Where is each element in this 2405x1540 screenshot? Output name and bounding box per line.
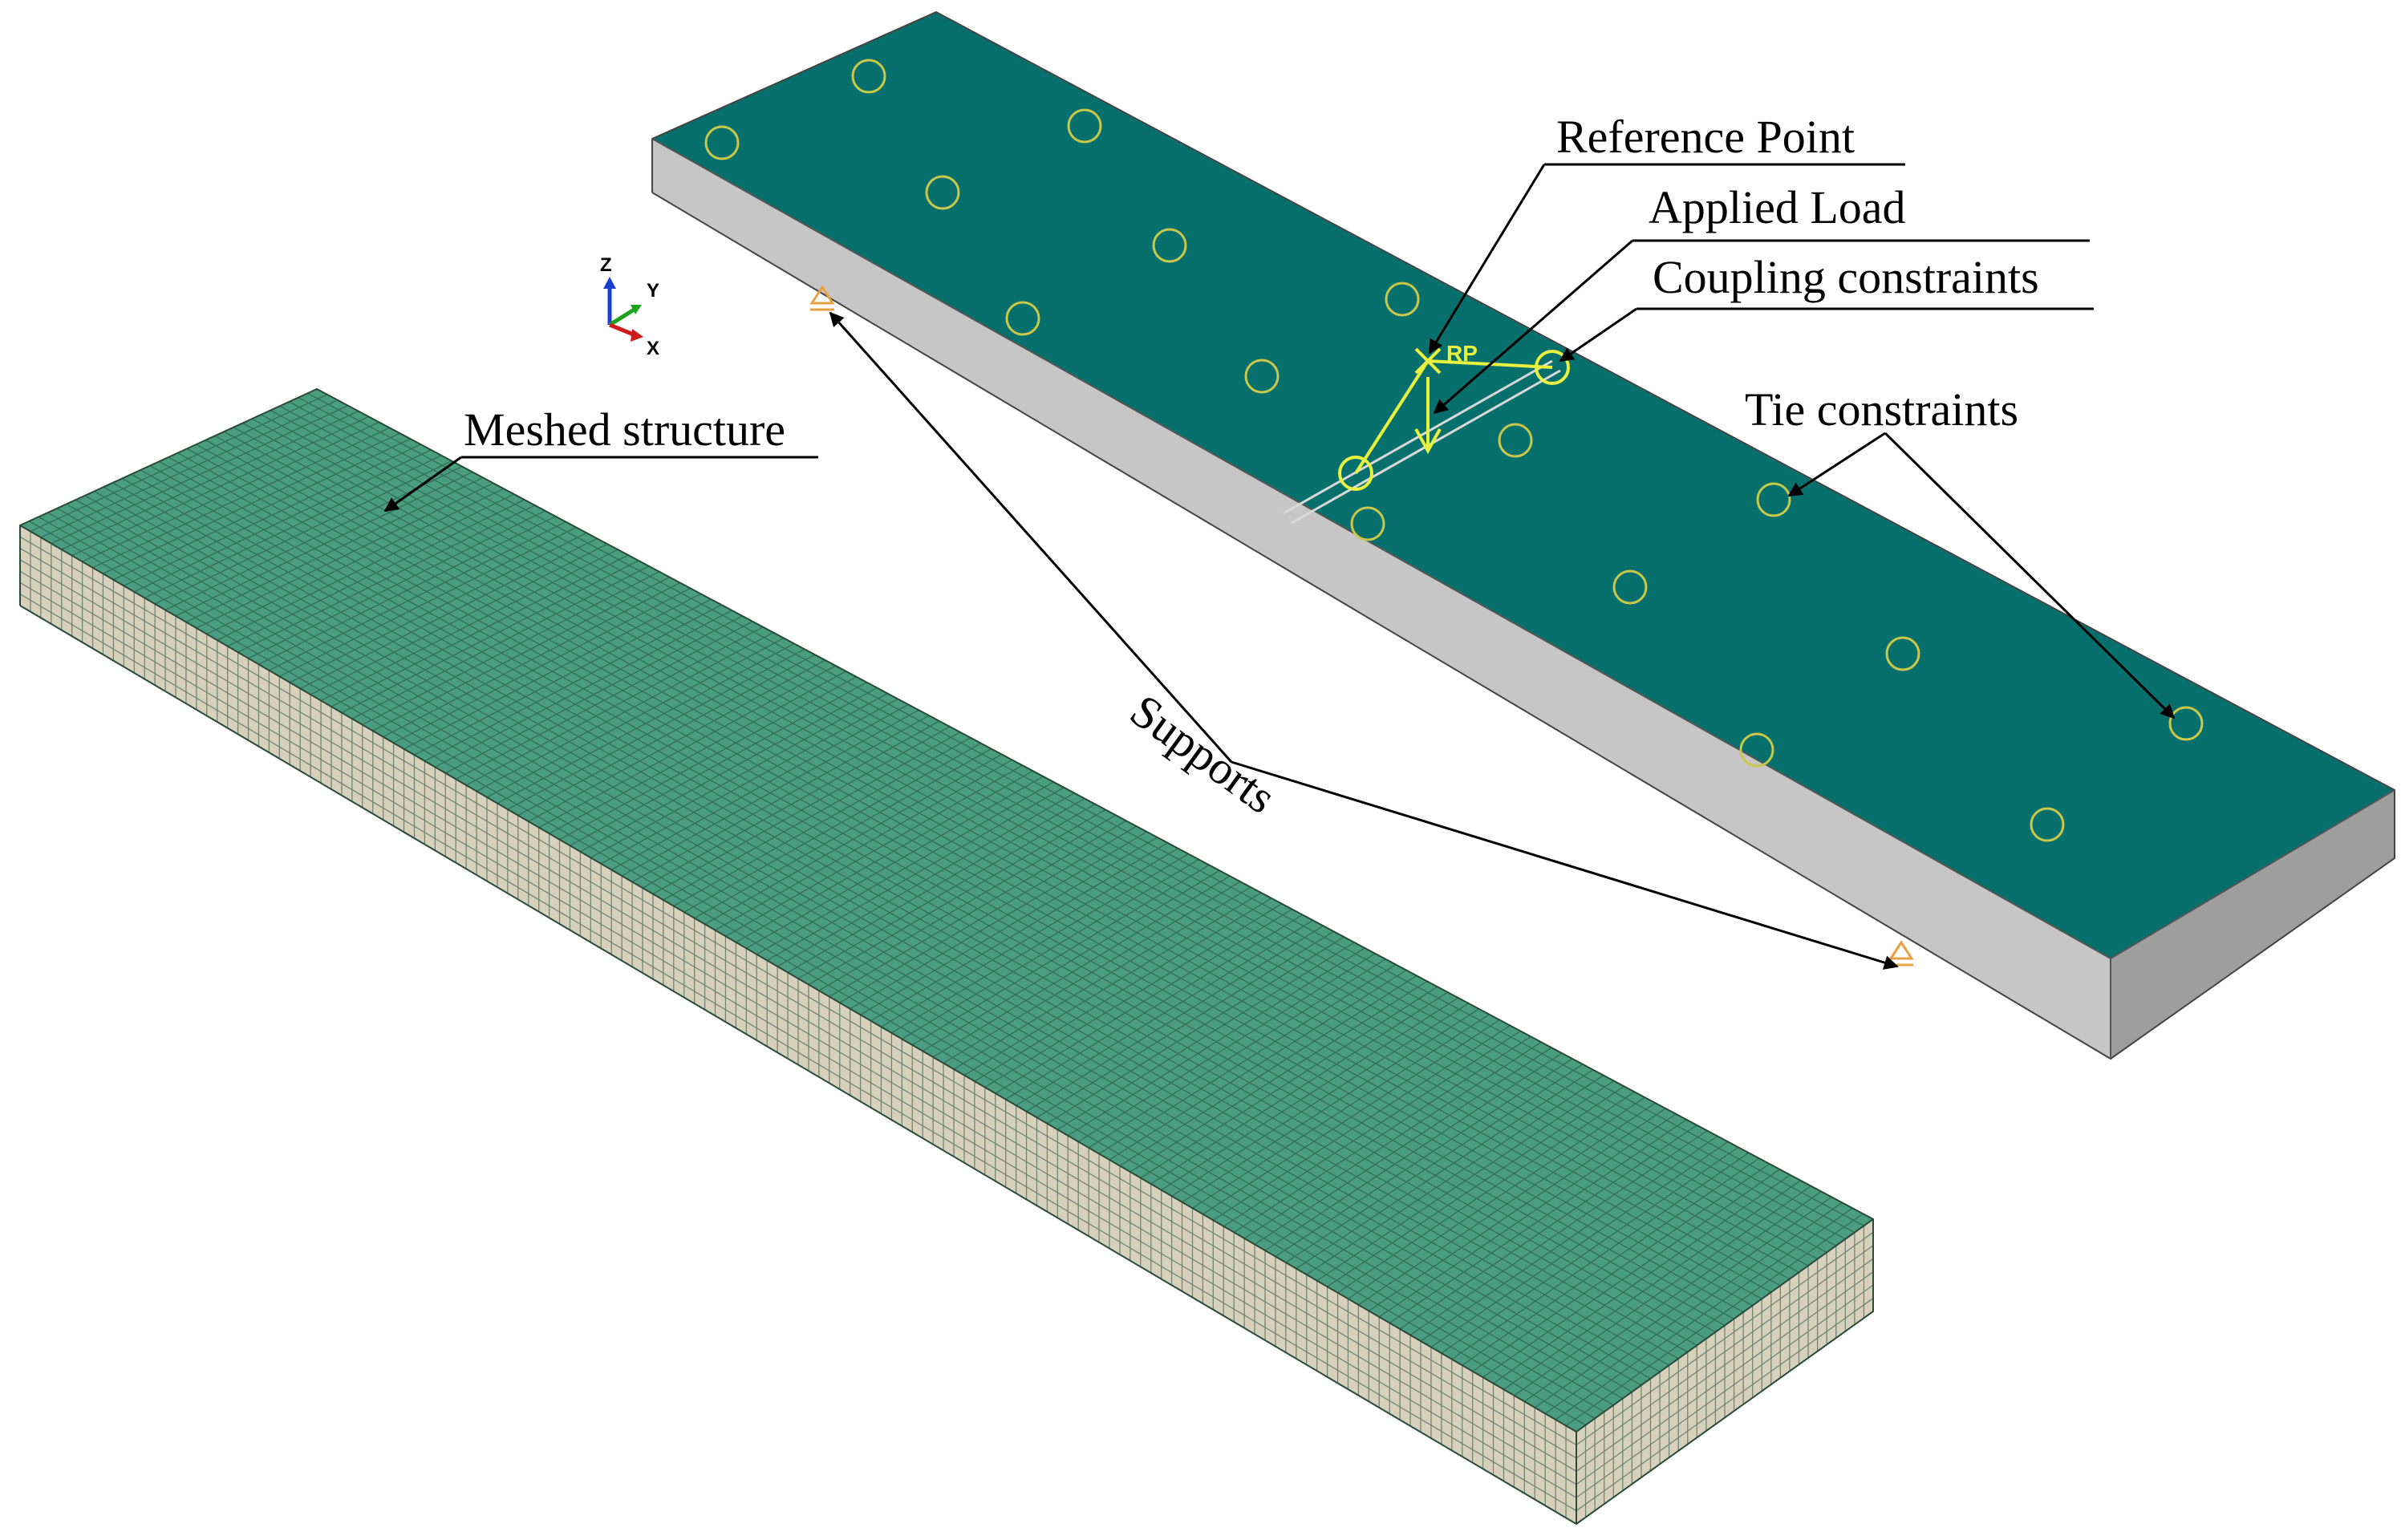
meshed-structure-label: Meshed structure bbox=[464, 403, 785, 456]
support-icon bbox=[809, 285, 835, 311]
reference-point-label: Reference Point bbox=[1556, 111, 1855, 163]
tie-constraint-marker bbox=[1350, 506, 1385, 541]
plate-end-edge bbox=[2110, 789, 2395, 959]
tie-constraint-marker bbox=[851, 59, 886, 94]
applied-load-leader bbox=[1433, 239, 1633, 415]
callouts bbox=[383, 163, 2176, 970]
supports-label: Supports bbox=[1121, 684, 1285, 824]
plate-top-face bbox=[652, 12, 2395, 958]
tie-constraint-marker bbox=[1612, 569, 1648, 605]
coupling-constraints-leader bbox=[1559, 307, 1637, 363]
applied-load-label: Applied Load bbox=[1649, 181, 1906, 233]
tie-constraint-marker bbox=[704, 125, 740, 160]
solid-plate: RP bbox=[651, 10, 2395, 1060]
tie-constraint-marker bbox=[1152, 228, 1187, 263]
tie-constraints-leader-2 bbox=[1884, 432, 2176, 719]
mesh-top-face bbox=[20, 389, 1873, 1432]
plate-side-face bbox=[652, 139, 2111, 1059]
tie-constraint-marker bbox=[2168, 706, 2204, 741]
tie-constraint-marker bbox=[1739, 732, 1774, 768]
triad-z-label: Z bbox=[600, 254, 612, 276]
triad-y-label: Y bbox=[647, 280, 659, 302]
meshed-structure-leader bbox=[383, 456, 462, 513]
plate-end-face bbox=[2111, 790, 2395, 1059]
tie-constraint-marker bbox=[925, 175, 960, 210]
tie-constraint-marker bbox=[1756, 482, 1791, 517]
tie-constraint-markers bbox=[704, 59, 2204, 842]
coordinate-triad-icon: Z Y X bbox=[600, 254, 659, 359]
meshed-structure bbox=[19, 387, 1874, 1526]
supports-leader-2 bbox=[1231, 760, 1899, 970]
tie-constraint-marker bbox=[2030, 807, 2065, 842]
mesh-grid-lines bbox=[19, 392, 1874, 1518]
tie-constraint-marker bbox=[1498, 423, 1533, 458]
reference-point-leader bbox=[1428, 164, 1546, 355]
rp-tag: RP bbox=[1446, 341, 1478, 366]
triad-x-label: X bbox=[647, 338, 659, 359]
tie-constraint-marker bbox=[1885, 636, 1920, 671]
tie-constraint-marker bbox=[1385, 282, 1420, 317]
coupling-constraints-label: Coupling constraints bbox=[1653, 251, 2039, 303]
supports-leader-1 bbox=[829, 311, 1233, 763]
tie-constraint-marker bbox=[1005, 301, 1040, 336]
tie-constraints-leader-1 bbox=[1787, 432, 1886, 497]
tie-constraint-marker bbox=[1067, 108, 1102, 144]
support-icon bbox=[1888, 940, 1914, 967]
reference-point-marker bbox=[1338, 347, 1570, 491]
plate-top-edge bbox=[651, 138, 2111, 959]
tie-constraints-label: Tie constraints bbox=[1745, 383, 2018, 436]
tie-constraint-marker bbox=[1244, 359, 1280, 394]
